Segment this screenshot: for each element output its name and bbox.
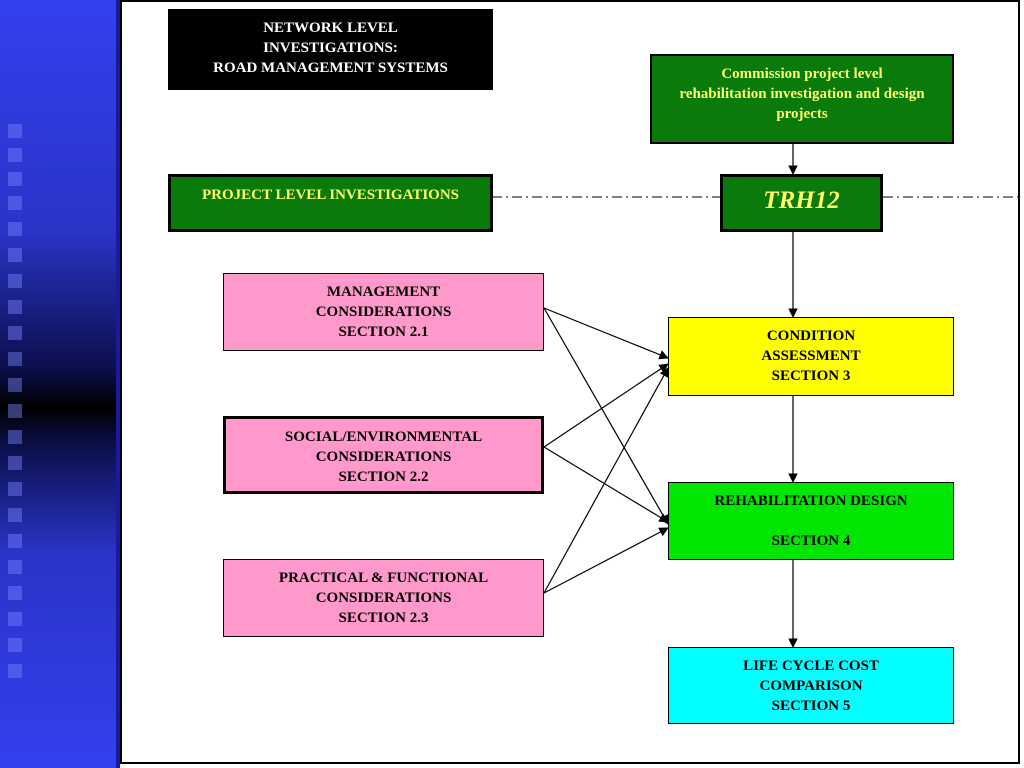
box-line: REHABILITATION DESIGN — [714, 493, 908, 509]
lifecycle-box: LIFE CYCLE COST COMPARISON SECTION 5 — [668, 647, 954, 724]
sidebar-square — [8, 534, 22, 548]
box-line: NETWORK LEVEL — [263, 20, 398, 36]
box-line: SECTION 2.1 — [338, 324, 429, 340]
arrow-social-to-condition — [543, 363, 669, 448]
box-line: projects — [776, 106, 828, 122]
box-line: SECTION 2.3 — [338, 610, 429, 626]
arrow-management-to-condition — [543, 307, 669, 360]
box-line: SECTION 2.2 — [338, 469, 429, 485]
sidebar-square — [8, 148, 22, 162]
box-line: SECTION 5 — [771, 698, 851, 714]
arrow-practical-to-rehab — [543, 527, 669, 594]
box-line: INVESTIGATIONS: — [263, 40, 398, 56]
project-level-box: PROJECT LEVEL INVESTIGATIONS — [168, 174, 493, 232]
sidebar-square — [8, 404, 22, 418]
sidebar-square — [8, 196, 22, 210]
sidebar-square — [8, 378, 22, 392]
sidebar-decoration — [0, 0, 116, 768]
sidebar-square — [8, 560, 22, 574]
sidebar-square — [8, 352, 22, 366]
sidebar-square — [8, 430, 22, 444]
box-line: MANAGEMENT — [326, 284, 441, 300]
box-line: SOCIAL/ENVIRONMENTAL — [284, 429, 483, 445]
sidebar-square — [8, 222, 22, 236]
sidebar-square — [8, 482, 22, 496]
rehabilitation-box: REHABILITATION DESIGN SECTION 4 — [668, 482, 954, 560]
box-line: PRACTICAL & FUNCTIONAL — [278, 570, 489, 586]
sidebar-square — [8, 456, 22, 470]
sidebar-divider — [116, 0, 120, 768]
box-line: CONSIDERATIONS — [315, 590, 452, 606]
sidebar-square — [8, 586, 22, 600]
sidebar-square — [8, 612, 22, 626]
box-line: COMPARISON — [759, 678, 863, 694]
sidebar-square — [8, 248, 22, 262]
arrow-practical-to-condition — [543, 367, 669, 594]
sidebar-square — [8, 300, 22, 314]
box-line: SECTION 4 — [771, 533, 851, 549]
sidebar-square — [8, 274, 22, 288]
box-line: ASSESSMENT — [761, 348, 861, 364]
box-line: rehabilitation investigation and design — [679, 86, 925, 102]
sidebar-square — [8, 664, 22, 678]
network-level-box: NETWORK LEVEL INVESTIGATIONS: ROAD MANAG… — [168, 9, 493, 90]
box-line: PROJECT LEVEL INVESTIGATIONS — [201, 187, 460, 203]
arrow-social-to-rehab — [543, 446, 669, 523]
condition-box: CONDITION ASSESSMENT SECTION 3 — [668, 317, 954, 396]
sidebar-square — [8, 638, 22, 652]
trh12-label: TRH12 — [763, 187, 840, 214]
trh12-box: TRH12 — [720, 174, 883, 232]
practical-box: PRACTICAL & FUNCTIONAL CONSIDERATIONS SE… — [223, 559, 544, 637]
box-line: CONDITION — [766, 328, 856, 344]
commission-box: Commission project level rehabilitation … — [650, 54, 954, 144]
management-box: MANAGEMENT CONSIDERATIONS SECTION 2.1 — [223, 273, 544, 351]
sidebar-square — [8, 508, 22, 522]
arrow-management-to-rehab — [543, 307, 669, 525]
box-line: LIFE CYCLE COST — [743, 658, 879, 674]
box-line: CONSIDERATIONS — [315, 304, 452, 320]
sidebar-square — [8, 172, 22, 186]
box-line: Commission project level — [721, 66, 883, 82]
box-line: CONSIDERATIONS — [315, 449, 452, 465]
sidebar-square — [8, 124, 22, 138]
box-line: ROAD MANAGEMENT SYSTEMS — [213, 60, 448, 76]
sidebar-square — [8, 326, 22, 340]
box-line: SECTION 3 — [771, 368, 851, 384]
social-box: SOCIAL/ENVIRONMENTAL CONSIDERATIONS SECT… — [223, 416, 544, 494]
